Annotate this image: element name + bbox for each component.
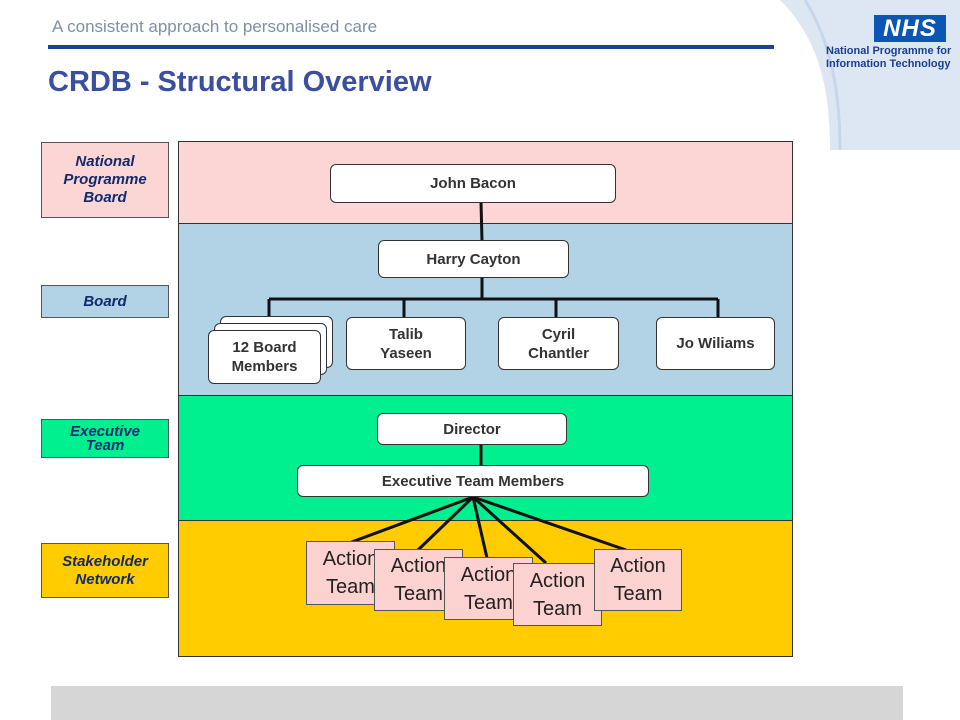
node-jo-wiliams: Jo Wiliams	[656, 317, 775, 370]
action-team-5: Action Team	[594, 549, 682, 611]
action-team-4: Action Team	[513, 563, 602, 626]
node-harry-cayton: Harry Cayton	[378, 240, 569, 278]
node-talib-yaseen: Talib Yaseen	[346, 317, 466, 370]
nhs-logo: NHS	[874, 15, 946, 42]
npfit-subtitle: National Programme for Information Techn…	[826, 45, 952, 70]
node-12-board-members: 12 Board Members	[208, 330, 321, 384]
page-title: CRDB - Structural Overview	[48, 66, 432, 98]
footer-bar	[51, 686, 903, 720]
node-director: Director	[377, 413, 567, 445]
tagline: A consistent approach to personalised ca…	[52, 17, 378, 36]
level-label-national: National Programme Board	[41, 142, 169, 218]
level-label-executive: Executive Team	[41, 419, 169, 458]
node-john-bacon: John Bacon	[330, 164, 616, 203]
header-rule	[48, 45, 774, 49]
level-label-stakeholder: Stakeholder Network	[41, 543, 169, 598]
node-cyril-chantler: Cyril Chantler	[498, 317, 619, 370]
level-label-board: Board	[41, 285, 169, 318]
node-executive-team-members: Executive Team Members	[297, 465, 649, 497]
